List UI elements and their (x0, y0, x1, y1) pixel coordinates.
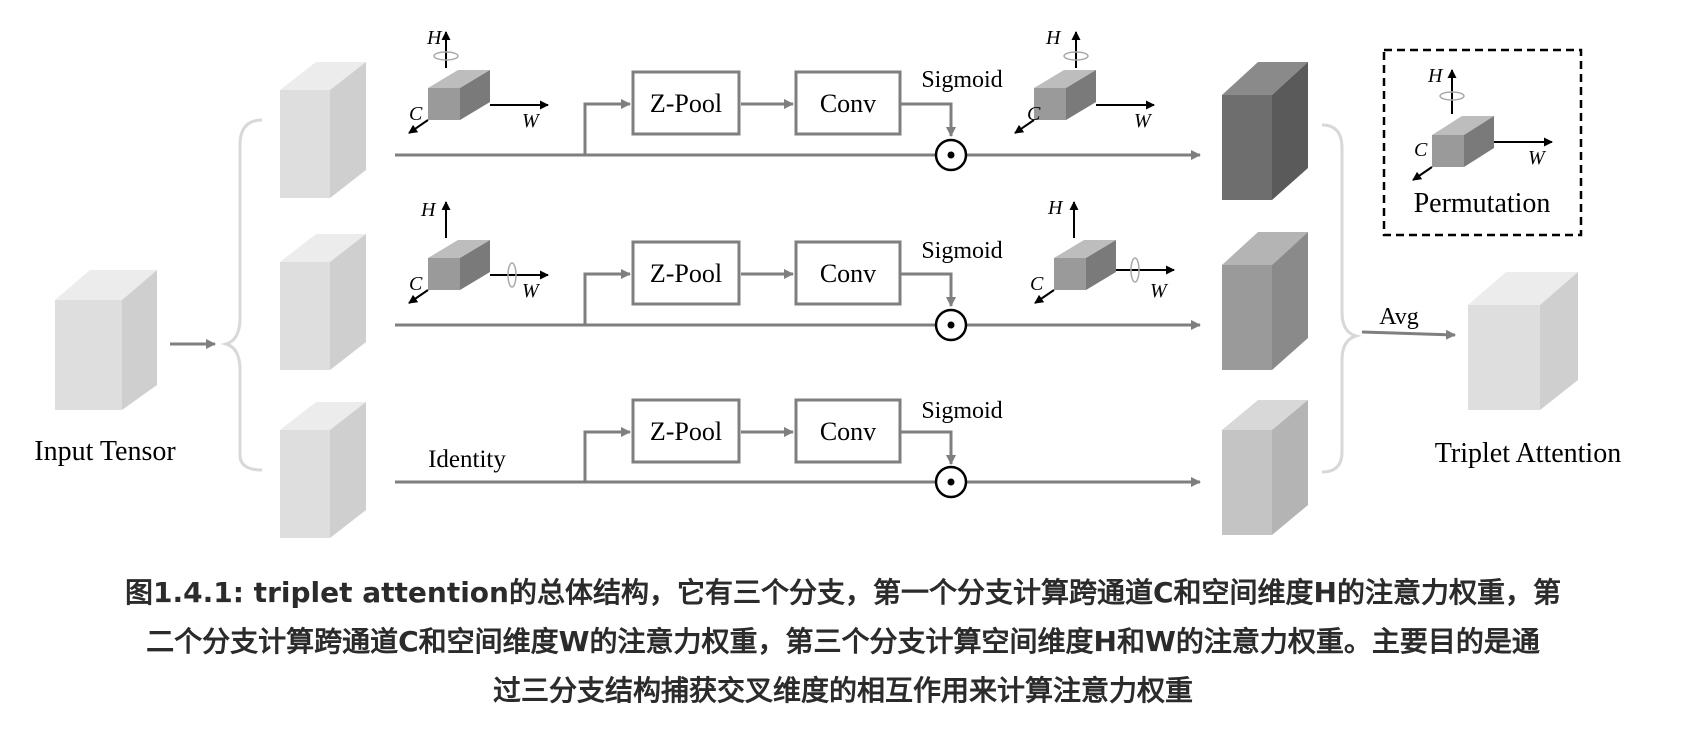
axis-h-label: H (1047, 197, 1064, 219)
output-block-1 (1222, 62, 1308, 200)
input-tensor-block (55, 270, 157, 410)
branch-3-conv-box (794, 398, 902, 464)
caption-line-2: 二个分支计算跨通道C和空间维度W的注意力权重，第三个分支计算空间维度H和W的注意… (146, 625, 1540, 658)
branch-1-sigmoid-arrow (900, 102, 956, 137)
permute-cube-branch1-in: H C W (408, 27, 549, 134)
branch-1-zpool-box (631, 70, 741, 136)
output-block-2 (1222, 232, 1308, 370)
split-block-1 (280, 62, 366, 198)
split-block-3 (280, 402, 366, 538)
split-block-2 (280, 234, 366, 370)
axis-h-label: H (426, 27, 443, 49)
branch-2-zpool-label: Z-Pool (650, 259, 722, 288)
branch-1-multiply-dot (947, 151, 955, 159)
axis-w-label: W (522, 280, 541, 302)
permute-cube-branch1-out: H C W (1014, 27, 1155, 134)
caption-line-1: 图1.4.1: triplet attention的总体结构，它有三个分支，第一… (125, 576, 1561, 609)
final-output-block (1468, 272, 1578, 410)
branch-2-multiply-dot (947, 321, 955, 329)
branch-1-conv-box (794, 70, 902, 136)
axis-c-label: C (409, 103, 423, 125)
permutation-label: Permutation (1414, 188, 1551, 219)
branch-3-zpool-label: Z-Pool (650, 417, 722, 446)
branch-3-split-arrow (583, 427, 631, 482)
left-brace (220, 118, 263, 472)
axis-h-label: H (420, 199, 437, 221)
branch-2-zpool-box (631, 240, 741, 306)
branch-2-conv-label: Conv (820, 259, 876, 288)
axis-w-label: W (1528, 147, 1547, 169)
branch-2-split-arrow (583, 269, 631, 325)
branch-1: Z-Pool Conv Sigmoid (395, 67, 1201, 172)
branch-3-zpool-box (631, 398, 741, 464)
axis-c-label: C (1414, 139, 1428, 161)
branch-1-sigmoid-label: Sigmoid (921, 67, 1002, 93)
avg-label: Avg (1379, 304, 1419, 330)
branch-2: Z-Pool Conv Sigmoid (395, 238, 1201, 342)
branch-3-conv-label: Conv (820, 417, 876, 446)
branch-2-conv-box (794, 240, 902, 306)
axis-h-label: H (1427, 65, 1444, 87)
branch-3: Identity Z-Pool Conv Sigmoid (395, 398, 1201, 499)
branch-1-conv-label: Conv (820, 89, 876, 118)
permute-cube-branch2-in: H C W (408, 199, 549, 304)
branch-1-zpool-label: Z-Pool (650, 89, 722, 118)
figure-caption: 图1.4.1: triplet attention的总体结构，它有三个分支，第一… (0, 568, 1686, 715)
branch-2-sigmoid-arrow (900, 272, 956, 307)
identity-label: Identity (428, 446, 506, 473)
axis-c-label: C (1030, 273, 1044, 295)
branch-3-sigmoid-label: Sigmoid (921, 398, 1002, 424)
branch-2-sigmoid-label: Sigmoid (921, 238, 1002, 264)
branch-1-split-arrow (583, 99, 631, 155)
output-block-3 (1222, 400, 1308, 535)
triplet-attention-label: Triplet Attention (1435, 438, 1621, 469)
axis-c-label: C (1027, 103, 1041, 125)
branch-3-multiply-dot (947, 478, 955, 486)
permutation-legend: H C W Permutation (1382, 48, 1583, 237)
axis-w-label: W (522, 110, 541, 132)
axis-c-label: C (409, 273, 423, 295)
axis-w-label: W (1134, 110, 1153, 132)
input-tensor-label: Input Tensor (34, 436, 176, 467)
triplet-attention-diagram: Input Tensor Z-Pool Conv Sigmoid (34, 27, 1621, 538)
caption-line-3: 过三分支结构捕获交叉维度的相互作用来计算注意力权重 (492, 674, 1193, 707)
axis-h-label: H (1045, 27, 1062, 49)
avg-arrow (1361, 329, 1456, 340)
permute-cube-branch2-out: H C W (1030, 197, 1175, 304)
branch-3-sigmoid-arrow (900, 430, 956, 465)
axis-w-label: W (1150, 280, 1169, 302)
right-brace (1321, 123, 1362, 474)
